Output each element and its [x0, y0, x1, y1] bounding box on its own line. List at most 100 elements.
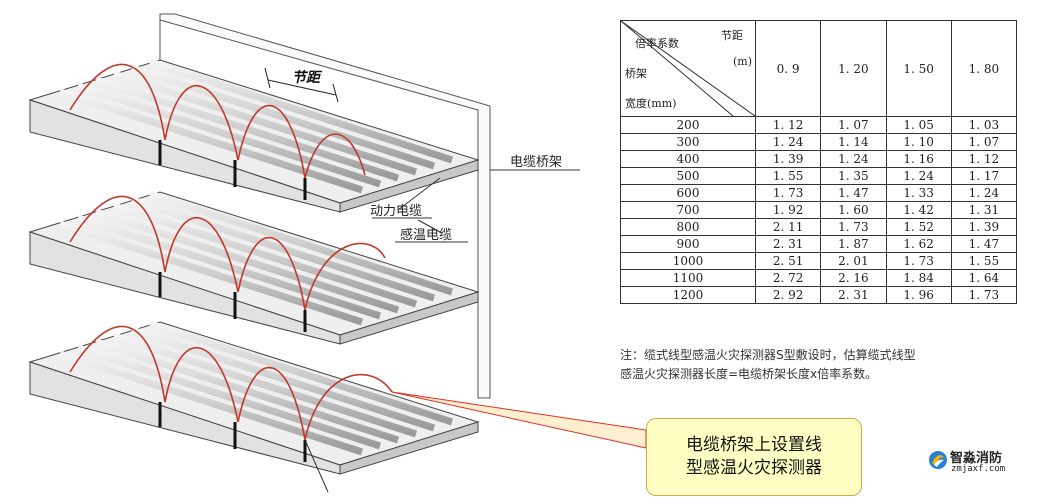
multiplier-cell: 1. 39 [950, 218, 1018, 236]
table-corner-cell: 倍率系数 节距 (m) 桥架 宽度(mm) [620, 20, 756, 117]
sensing-cable-label-group: 感温电缆 [395, 219, 468, 243]
row-width-cell: 800 [620, 218, 756, 236]
corner-unit-label: (m) [733, 55, 753, 68]
multiplier-cell: 1. 73 [885, 252, 952, 270]
callout-line-2: 型感温火灾探测器 [686, 458, 822, 478]
multiplier-cell: 1. 60 [820, 201, 887, 219]
tray-supports [158, 402, 307, 462]
multiplier-cell: 1. 52 [885, 218, 952, 236]
multiplier-cell: 1. 17 [950, 167, 1018, 185]
multiplier-cell: 1. 73 [820, 218, 887, 236]
multiplier-cell: 1. 84 [885, 269, 952, 287]
multiplier-cell: 1. 42 [885, 201, 952, 219]
multiplier-cell: 1. 24 [820, 150, 887, 168]
multiplier-cell: 1. 05 [885, 116, 952, 134]
multiplier-cell: 2. 31 [820, 286, 887, 304]
multiplier-cell: 2. 11 [754, 218, 822, 236]
multiplier-table: 倍率系数 节距 (m) 桥架 宽度(mm) 0. 9 1. 20 1. 50 1… [620, 20, 1018, 304]
multiplier-cell: 1. 03 [950, 116, 1018, 134]
tray-label: 电缆桥架 [510, 154, 562, 170]
corner-tray-label: 桥架 [625, 67, 647, 80]
multiplier-cell: 1. 24 [754, 133, 822, 151]
multiplier-cell: 2. 16 [820, 269, 887, 287]
tray-supports [158, 272, 307, 332]
sensing-cable-1 [69, 63, 366, 179]
column-header: 1. 50 [885, 20, 952, 117]
multiplier-cell: 1. 24 [885, 167, 952, 185]
multiplier-cell: 1. 39 [754, 150, 822, 168]
multiplier-cell: 1. 07 [820, 116, 887, 134]
multiplier-cell: 1. 12 [754, 116, 822, 134]
tray-label-group: 电缆桥架 [490, 154, 580, 171]
pitch-label: 节距 [292, 69, 323, 86]
callout-text: 电缆桥架上设置线 型感温火灾探测器 [686, 434, 822, 480]
multiplier-table-container: 倍率系数 节距 (m) 桥架 宽度(mm) 0. 9 1. 20 1. 50 1… [620, 20, 1018, 342]
multiplier-cell: 2. 01 [820, 252, 887, 270]
row-width-cell: 300 [620, 133, 756, 151]
multiplier-cell: 1. 35 [820, 167, 887, 185]
note-line-1: 注：缆式线型感温火灾探测器S型敷设时，估算缆式线型 [620, 348, 916, 362]
row-width-cell: 900 [620, 235, 756, 253]
multiplier-cell: 1. 10 [885, 133, 952, 151]
table-header-row: 倍率系数 节距 (m) 桥架 宽度(mm) 0. 9 1. 20 1. 50 1… [620, 20, 1018, 117]
multiplier-cell: 1. 12 [950, 150, 1018, 168]
multiplier-cell: 1. 73 [950, 286, 1018, 304]
multiplier-cell: 2. 31 [754, 235, 822, 253]
column-header: 1. 20 [820, 20, 887, 117]
corner-width-label: 宽度(mm) [625, 97, 677, 110]
row-width-cell: 500 [620, 167, 756, 185]
multiplier-cell: 1. 73 [754, 184, 822, 202]
multiplier-cell: 2. 51 [754, 252, 822, 270]
row-width-cell: 1100 [620, 269, 756, 287]
multiplier-cell: 1. 33 [885, 184, 952, 202]
multiplier-cell: 2. 92 [754, 286, 822, 304]
corner-multiplier-label: 倍率系数 [635, 37, 679, 50]
row-width-cell: 200 [620, 116, 756, 134]
table-note: 注：缆式线型感温火灾探测器S型敷设时，估算缆式线型 感温火灾探测器长度=电缆桥架… [620, 346, 1020, 384]
corner-diagonals [621, 21, 755, 116]
tray-level-3 [28, 320, 480, 493]
power-cable-label: 动力电缆 [370, 203, 422, 219]
row-width-cell: 1200 [620, 286, 756, 304]
note-line-2: 感温火灾探测器长度=电缆桥架长度x倍率系数。 [620, 367, 878, 381]
multiplier-cell: 1. 55 [950, 252, 1018, 270]
row-width-cell: 1000 [620, 252, 756, 270]
logo-name: 智淼消防 [950, 451, 1003, 466]
bottom-pointer-line [304, 439, 329, 493]
tray-supports [158, 140, 307, 200]
row-width-cell: 600 [620, 184, 756, 202]
pitch-dimension: 节距 [264, 67, 339, 103]
multiplier-cell: 1. 07 [950, 133, 1018, 151]
multiplier-cell: 1. 92 [754, 201, 822, 219]
callout-box: 电缆桥架上设置线 型感温火灾探测器 [646, 418, 862, 496]
tray-level-2 [28, 190, 480, 345]
logo-mark-icon [929, 451, 947, 469]
multiplier-cell: 1. 16 [885, 150, 952, 168]
power-cable-label-group: 动力电缆 [370, 177, 441, 219]
multiplier-cell: 1. 87 [820, 235, 887, 253]
corner-pitch-label: 节距 [721, 29, 743, 42]
column-header: 0. 9 [754, 20, 822, 117]
tray-level-1 [28, 58, 480, 213]
logo-url: zmjaxf.com [951, 464, 1006, 474]
multiplier-cell: 1. 62 [885, 235, 952, 253]
multiplier-cell: 1. 96 [885, 286, 952, 304]
row-width-cell: 700 [620, 201, 756, 219]
row-width-cell: 400 [620, 150, 756, 168]
sensing-cable-label: 感温电缆 [400, 227, 452, 243]
multiplier-cell: 2. 72 [754, 269, 822, 287]
multiplier-cell: 1. 31 [950, 201, 1018, 219]
